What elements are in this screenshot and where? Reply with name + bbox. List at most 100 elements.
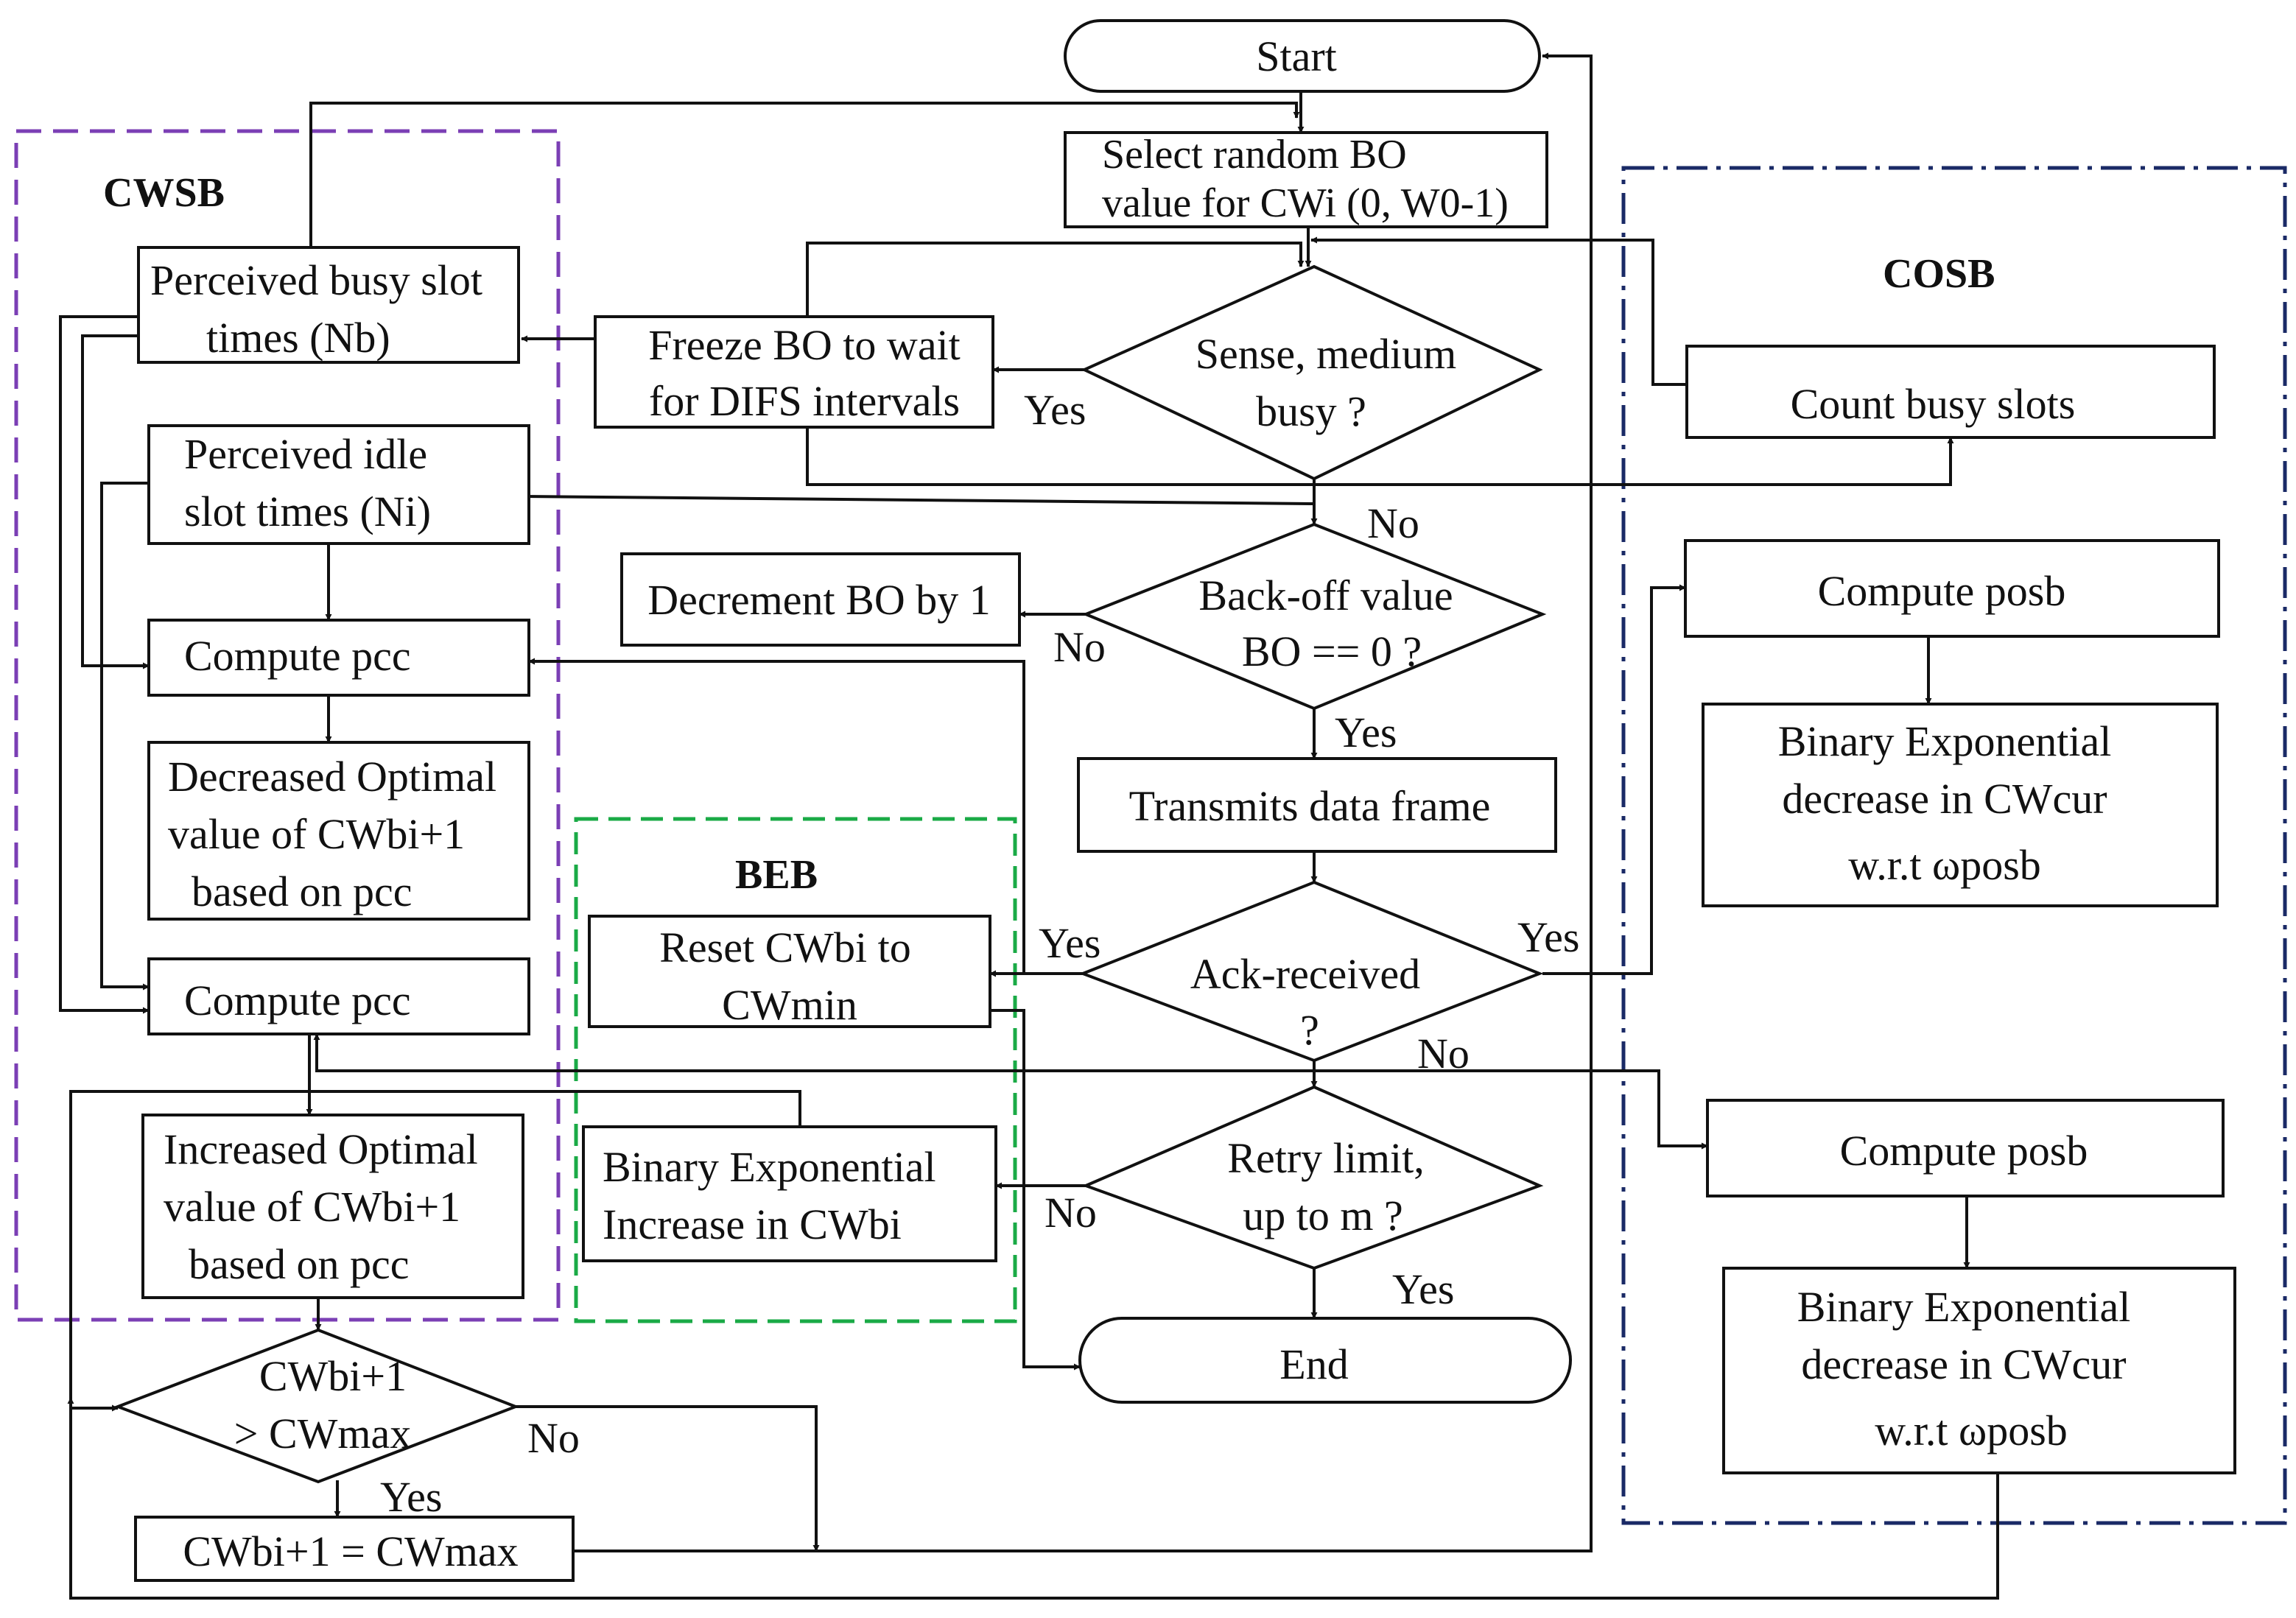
sense-no-label: No bbox=[1367, 499, 1419, 547]
binary-decrease-box-1: Binary Exponential decrease in CWcur w.r… bbox=[1702, 703, 2219, 907]
reset-cw-box: Reset CWbi to CWmin bbox=[588, 915, 991, 1029]
decreased-line-3: based on pcc bbox=[192, 868, 412, 915]
transmit-box: Transmits data frame bbox=[1077, 757, 1557, 853]
ack-yes-right-label: Yes bbox=[1517, 913, 1579, 961]
ack-line-2: ? bbox=[1300, 1006, 1319, 1054]
decreased-line-1: Decreased Optimal bbox=[168, 753, 496, 801]
start-node: Start bbox=[1064, 19, 1541, 93]
end-node: End bbox=[1078, 1317, 1572, 1404]
ack-no-label: No bbox=[1417, 1030, 1470, 1077]
compute-posb-box-1: Compute posb bbox=[1684, 539, 2220, 638]
cmp-yes-label: Yes bbox=[380, 1473, 442, 1521]
perceived-busy-box: Perceived busy slot times (Nb) bbox=[137, 246, 520, 364]
sense-yes-label: Yes bbox=[1024, 386, 1086, 434]
retry-no-label: No bbox=[1045, 1189, 1097, 1237]
compute-posb-box-2: Compute posb bbox=[1706, 1099, 2225, 1197]
arrow-ack-posb1 bbox=[1542, 584, 1686, 975]
pcc1-label: Compute pcc bbox=[184, 632, 411, 680]
cwsb-group-title: CWSB bbox=[103, 170, 225, 216]
ack-received-decision: Ack-received ? bbox=[1078, 880, 1544, 1063]
arrow-ack-posb2 bbox=[1314, 1069, 1708, 1150]
decrement-bo-box: Decrement BO by 1 bbox=[620, 552, 1021, 647]
arrow-busy-pcc1 bbox=[81, 334, 150, 669]
bei-line-1: Binary Exponential bbox=[603, 1143, 936, 1191]
cmp-line-1: CWbi+1 bbox=[259, 1352, 407, 1400]
cw-max-decision: CWbi+1 > CWmax bbox=[113, 1328, 520, 1484]
increased-line-1: Increased Optimal bbox=[164, 1125, 478, 1173]
increased-line-2: value of CWbi+1 bbox=[164, 1183, 460, 1231]
retry-line-1: Retry limit, bbox=[1227, 1134, 1424, 1182]
assign-label: CWbi+1 = CWmax bbox=[183, 1527, 518, 1575]
reset-line-2: CWmin bbox=[722, 981, 857, 1029]
posb2-label: Compute posb bbox=[1840, 1127, 2088, 1175]
bed1-line-3: w.r.t ωposb bbox=[1848, 841, 2041, 889]
backoff-line-2: BO == 0 ? bbox=[1242, 627, 1422, 675]
idle-line-1: Perceived idle bbox=[184, 430, 427, 478]
arrow-reset-end bbox=[990, 1009, 1081, 1371]
arrow-count-sense bbox=[1310, 236, 1687, 386]
sense-line-2: busy ? bbox=[1256, 387, 1366, 435]
arrow-ack-pcc2 bbox=[313, 1033, 1314, 1072]
retry-line-2: up to m ? bbox=[1243, 1192, 1402, 1239]
decreased-line-2: value of CWbi+1 bbox=[168, 810, 465, 858]
backoff-no-label: No bbox=[1053, 623, 1106, 671]
arrow-spine-idle bbox=[524, 493, 1315, 505]
transmit-label: Transmits data frame bbox=[1129, 782, 1491, 830]
sense-medium-decision: Sense, medium busy ? bbox=[1081, 264, 1543, 481]
cosb-group-title: COSB bbox=[1883, 251, 1995, 297]
sense-line-1: Sense, medium bbox=[1196, 330, 1456, 378]
arrow-bei-loop bbox=[69, 1090, 1999, 1600]
connectors bbox=[59, 52, 1999, 1600]
select-bo-line-2: value for CWi (0, W0-1) bbox=[1102, 180, 1509, 226]
binary-decrease-box-2: Binary Exponential decrease in CWcur w.r… bbox=[1722, 1267, 2236, 1474]
bed2-line-3: w.r.t ωposb bbox=[1875, 1407, 2068, 1455]
increased-optimal-box: Increased Optimal value of CWbi+1 based … bbox=[141, 1114, 524, 1299]
decrement-label: Decrement BO by 1 bbox=[647, 576, 990, 624]
arrow-busy-pcc2 bbox=[59, 315, 150, 1014]
end-label: End bbox=[1279, 1340, 1348, 1388]
retry-yes-label: Yes bbox=[1392, 1265, 1454, 1313]
freeze-line-2: for DIFS intervals bbox=[649, 377, 960, 425]
arrow-assign-start bbox=[573, 52, 1593, 1552]
cosb-group-frame bbox=[1621, 166, 2287, 1525]
freeze-line-1: Freeze BO to wait bbox=[648, 321, 961, 369]
cwsb-group-frame bbox=[14, 129, 561, 1322]
select-bo-box: Select random BO value for CWi (0, W0-1) bbox=[1064, 131, 1548, 228]
bed1-line-1: Binary Exponential bbox=[1778, 717, 2112, 765]
arrow-cmp-merge bbox=[516, 1405, 820, 1552]
arrow-busy-loop bbox=[309, 102, 1300, 247]
beb-group-title: BEB bbox=[735, 852, 818, 898]
count-busy-label: Count busy slots bbox=[1791, 380, 2076, 428]
arrow-idle-pcc2 bbox=[100, 482, 150, 991]
posb1-label: Compute posb bbox=[1818, 567, 2066, 615]
bed2-line-2: decrease in CWcur bbox=[1801, 1340, 2126, 1388]
perceived-idle-box: Perceived idle slot times (Ni) bbox=[147, 424, 530, 545]
bed1-line-2: decrease in CWcur bbox=[1782, 775, 2107, 823]
arrow-freeze-count bbox=[806, 427, 1954, 486]
binary-increase-box: Binary Exponential Increase in CWbi bbox=[582, 1125, 997, 1262]
backoff-decision: Back-off value BO == 0 ? bbox=[1081, 522, 1547, 711]
bei-line-2: Increase in CWbi bbox=[603, 1200, 902, 1248]
increased-line-3: based on pcc bbox=[189, 1240, 410, 1288]
select-bo-line-1: Select random BO bbox=[1102, 132, 1407, 177]
pcc2-label: Compute pcc bbox=[184, 977, 411, 1024]
bed2-line-1: Binary Exponential bbox=[1797, 1283, 2131, 1331]
decreased-optimal-box: Decreased Optimal value of CWbi+1 based … bbox=[147, 741, 530, 921]
ack-line-1: Ack-received bbox=[1190, 950, 1420, 998]
cmp-no-label: No bbox=[527, 1414, 580, 1462]
idle-line-2: slot times (Ni) bbox=[184, 488, 431, 535]
busy-line-1: Perceived busy slot bbox=[150, 256, 482, 304]
reset-line-1: Reset CWbi to bbox=[659, 924, 911, 971]
ack-yes-left-label: Yes bbox=[1039, 919, 1100, 967]
compute-pcc-box-2: Compute pcc bbox=[147, 957, 530, 1035]
cw-assign-box: CWbi+1 = CWmax bbox=[134, 1516, 575, 1582]
cmp-line-2: > CWmax bbox=[234, 1410, 412, 1457]
count-busy-box: Count busy slots bbox=[1685, 345, 2216, 439]
start-label: Start bbox=[1256, 32, 1337, 80]
busy-line-2: times (Nb) bbox=[206, 314, 390, 362]
backoff-yes-label: Yes bbox=[1335, 708, 1397, 756]
backoff-line-1: Back-off value bbox=[1198, 571, 1453, 619]
arrow-freeze-loop bbox=[806, 242, 1305, 317]
freeze-bo-box: Freeze BO to wait for DIFS intervals bbox=[594, 315, 994, 429]
